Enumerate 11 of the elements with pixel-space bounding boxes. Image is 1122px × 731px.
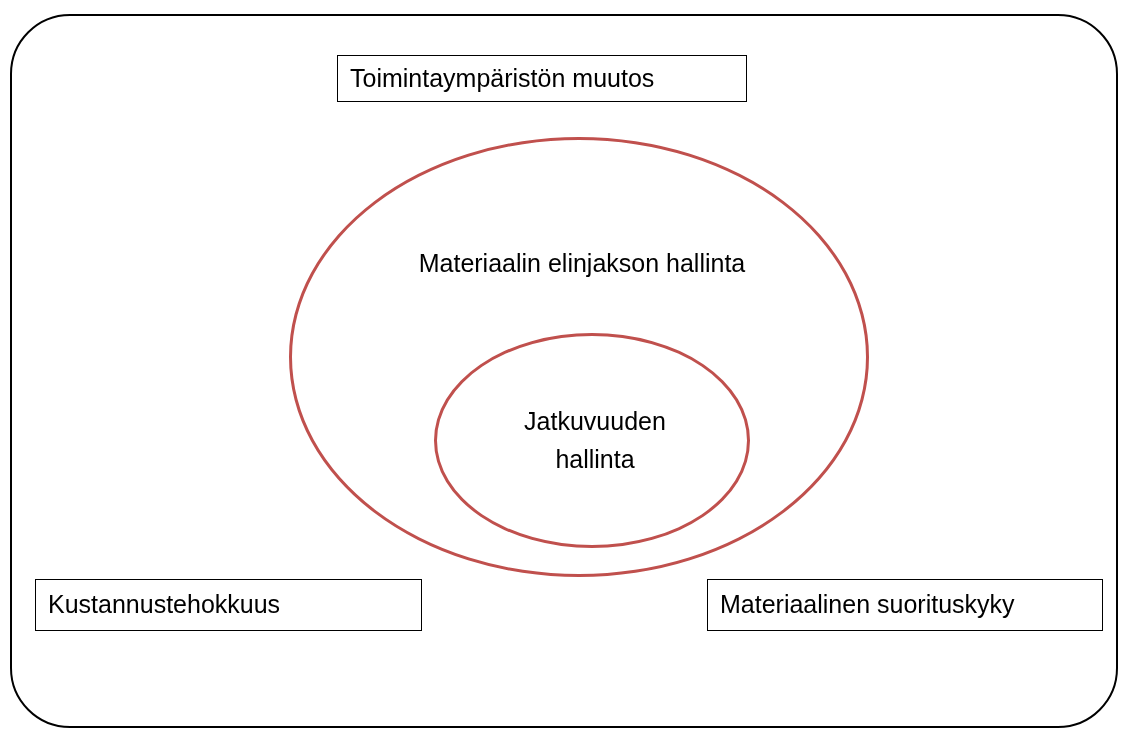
inner-ellipse (434, 333, 750, 548)
label-box (35, 579, 422, 631)
outer-ellipse (289, 137, 869, 577)
box-label: Materiaalinen suorituskyky (720, 589, 1015, 621)
ellipse-label: Jatkuvuuden hallinta (523, 406, 667, 475)
ellipse-label: Materiaalin elinjakson hallinta (417, 248, 747, 279)
rounded-frame (10, 14, 1118, 728)
box-label: Kustannustehokkuus (48, 589, 281, 621)
label-box (337, 55, 747, 102)
label-box (707, 579, 1103, 631)
box-label: Toimintaympäristön muutos (350, 62, 655, 94)
